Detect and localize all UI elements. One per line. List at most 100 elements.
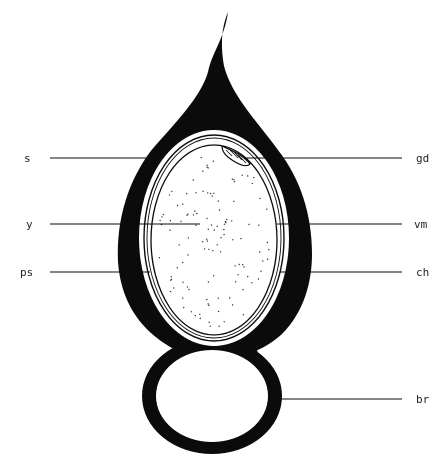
yolk-dot xyxy=(213,275,214,276)
yolk-dot xyxy=(208,229,209,230)
yolk-dot xyxy=(194,210,195,211)
yolk-dot xyxy=(196,213,197,214)
yolk-dot xyxy=(224,321,225,322)
yolk-dot xyxy=(260,271,261,272)
yolk-dot xyxy=(237,274,238,275)
yolk-dot xyxy=(223,229,224,230)
yolk-dot xyxy=(232,304,233,305)
yolk-dot xyxy=(247,276,248,277)
yolk-dot xyxy=(206,218,207,219)
yolk-dot xyxy=(187,213,188,214)
yolk-dot xyxy=(226,219,227,220)
yolk-dot xyxy=(193,179,194,180)
yolk-dot xyxy=(180,221,181,222)
yolk-dot xyxy=(202,191,203,192)
yolk-dot xyxy=(187,286,188,287)
yolk-dot xyxy=(186,215,187,216)
yolk-dot xyxy=(258,278,259,279)
yolk-dot xyxy=(202,171,203,172)
yolk-dot xyxy=(204,248,205,249)
yolk-dot xyxy=(233,179,234,180)
label-s: s xyxy=(24,152,31,165)
yolk-dot xyxy=(209,322,210,323)
yolk-dot xyxy=(218,298,219,299)
yolk-dot xyxy=(206,165,207,166)
vitelline-membrane xyxy=(151,145,277,335)
yolk-dot xyxy=(182,298,183,299)
yolk-dot xyxy=(159,257,160,258)
label-gd: gd xyxy=(416,152,429,165)
yolk-dot xyxy=(239,264,240,265)
yolk-dot xyxy=(183,307,184,308)
yolk-dot xyxy=(163,214,164,215)
yolk-dot xyxy=(229,297,230,298)
yolk-dot xyxy=(206,239,207,240)
yolk-dot xyxy=(195,192,196,193)
yolk-dot xyxy=(188,237,189,238)
yolk-dot xyxy=(262,260,263,261)
yolk-dot xyxy=(191,311,192,312)
yolk-dot xyxy=(267,259,268,260)
yolk-dot xyxy=(259,198,260,199)
yolk-dot xyxy=(208,305,209,306)
yolk-dot xyxy=(243,266,244,267)
yolk-dot xyxy=(220,237,221,238)
yolk-dot xyxy=(258,225,259,226)
yolk-dot xyxy=(243,314,244,315)
yolk-dot xyxy=(217,226,218,227)
yolk-dot xyxy=(208,249,209,250)
yolk-dot xyxy=(234,265,235,266)
yolk-dot xyxy=(242,264,243,265)
label-vm: vm xyxy=(414,218,428,231)
yolk-dot xyxy=(169,230,170,231)
yolk-dot xyxy=(231,220,232,221)
yolk-dot xyxy=(219,326,220,327)
yolk-dot xyxy=(248,224,249,225)
label-ch: ch xyxy=(416,266,429,279)
yolk-dot xyxy=(186,193,187,194)
yolk-dot xyxy=(242,175,243,176)
yolk-dot xyxy=(171,276,172,277)
yolk-dot xyxy=(187,254,188,255)
yolk-dot xyxy=(212,250,213,251)
yolk-dot xyxy=(179,244,180,245)
yolk-dot xyxy=(217,244,218,245)
yolk-dot xyxy=(173,287,174,288)
yolk-dot xyxy=(182,262,183,263)
yolk-dot xyxy=(182,282,183,283)
yolk-dot xyxy=(206,299,207,300)
yolk-dot xyxy=(171,191,172,192)
yolk-dot xyxy=(208,303,209,304)
yolk-dot xyxy=(195,315,196,316)
yolk-dot xyxy=(171,279,172,280)
yolk-dot xyxy=(202,241,203,242)
label-y: y xyxy=(26,218,33,231)
label-ps: ps xyxy=(20,266,33,279)
yolk-dot xyxy=(225,221,226,222)
yolk-dot xyxy=(267,242,268,243)
yolk-dot xyxy=(208,281,209,282)
yolk-dot xyxy=(232,239,233,240)
yolk-dot xyxy=(177,205,178,206)
yolk-dot xyxy=(259,251,260,252)
yolk-dot xyxy=(252,183,253,184)
yolk-dot xyxy=(232,178,233,179)
yolk-dot xyxy=(211,224,212,225)
yolk-dot xyxy=(234,181,235,182)
yolk-dot xyxy=(195,225,196,226)
yolk-dot xyxy=(207,240,208,241)
yolk-dot xyxy=(213,193,214,194)
yolk-dot xyxy=(224,224,225,225)
yolk-dot xyxy=(161,216,162,217)
yolk-dot xyxy=(233,201,234,202)
yolk-dot xyxy=(200,318,201,319)
yolk-dot xyxy=(159,220,160,221)
yolk-dot xyxy=(218,311,219,312)
yolk-dot xyxy=(223,234,224,235)
yolk-dot xyxy=(193,214,194,215)
basal-ring-interior xyxy=(156,350,268,442)
yolk-dot xyxy=(207,167,208,168)
yolk-dot xyxy=(253,177,254,178)
yolk-dot xyxy=(170,291,171,292)
